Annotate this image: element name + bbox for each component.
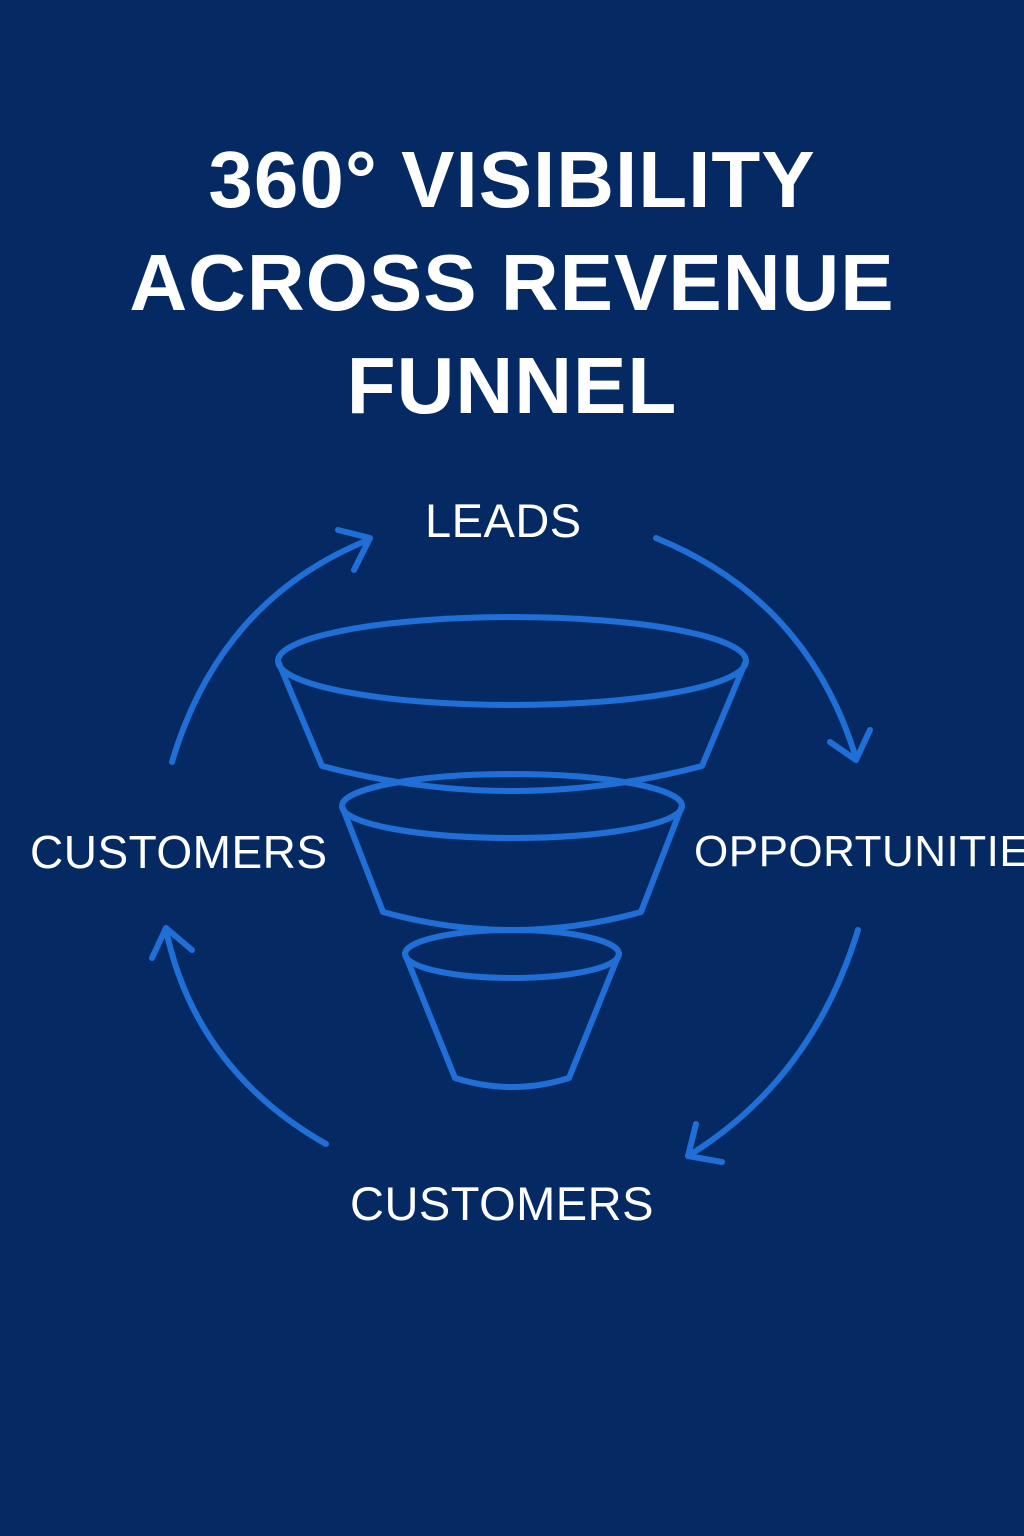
arrow-bottom-left-icon bbox=[149, 925, 329, 1147]
funnel-tier-middle-icon bbox=[339, 771, 685, 933]
stage-label-customers-left: CUSTOMERS bbox=[30, 826, 328, 878]
arrow-top-left-icon bbox=[169, 527, 373, 765]
funnel-icon bbox=[275, 614, 749, 1090]
title-line-3: FUNNEL bbox=[346, 341, 678, 430]
page-title: 360° VISIBILITY ACROSS REVENUE FUNNEL bbox=[0, 128, 1024, 437]
stage-label-opportunities: OPPORTUNITIES bbox=[694, 827, 1024, 876]
arrow-bottom-right-icon bbox=[685, 927, 861, 1165]
stage-label-customers-bottom: CUSTOMERS bbox=[350, 1177, 654, 1230]
funnel-tier-bottom-icon bbox=[402, 927, 622, 1090]
title-line-1: 360° VISIBILITY bbox=[208, 135, 816, 224]
stage-label-leads: LEADS bbox=[425, 494, 582, 547]
title-line-2: ACROSS REVENUE bbox=[129, 238, 895, 327]
funnel-tier-top-icon bbox=[275, 614, 749, 794]
arrow-top-right-icon bbox=[653, 535, 873, 763]
